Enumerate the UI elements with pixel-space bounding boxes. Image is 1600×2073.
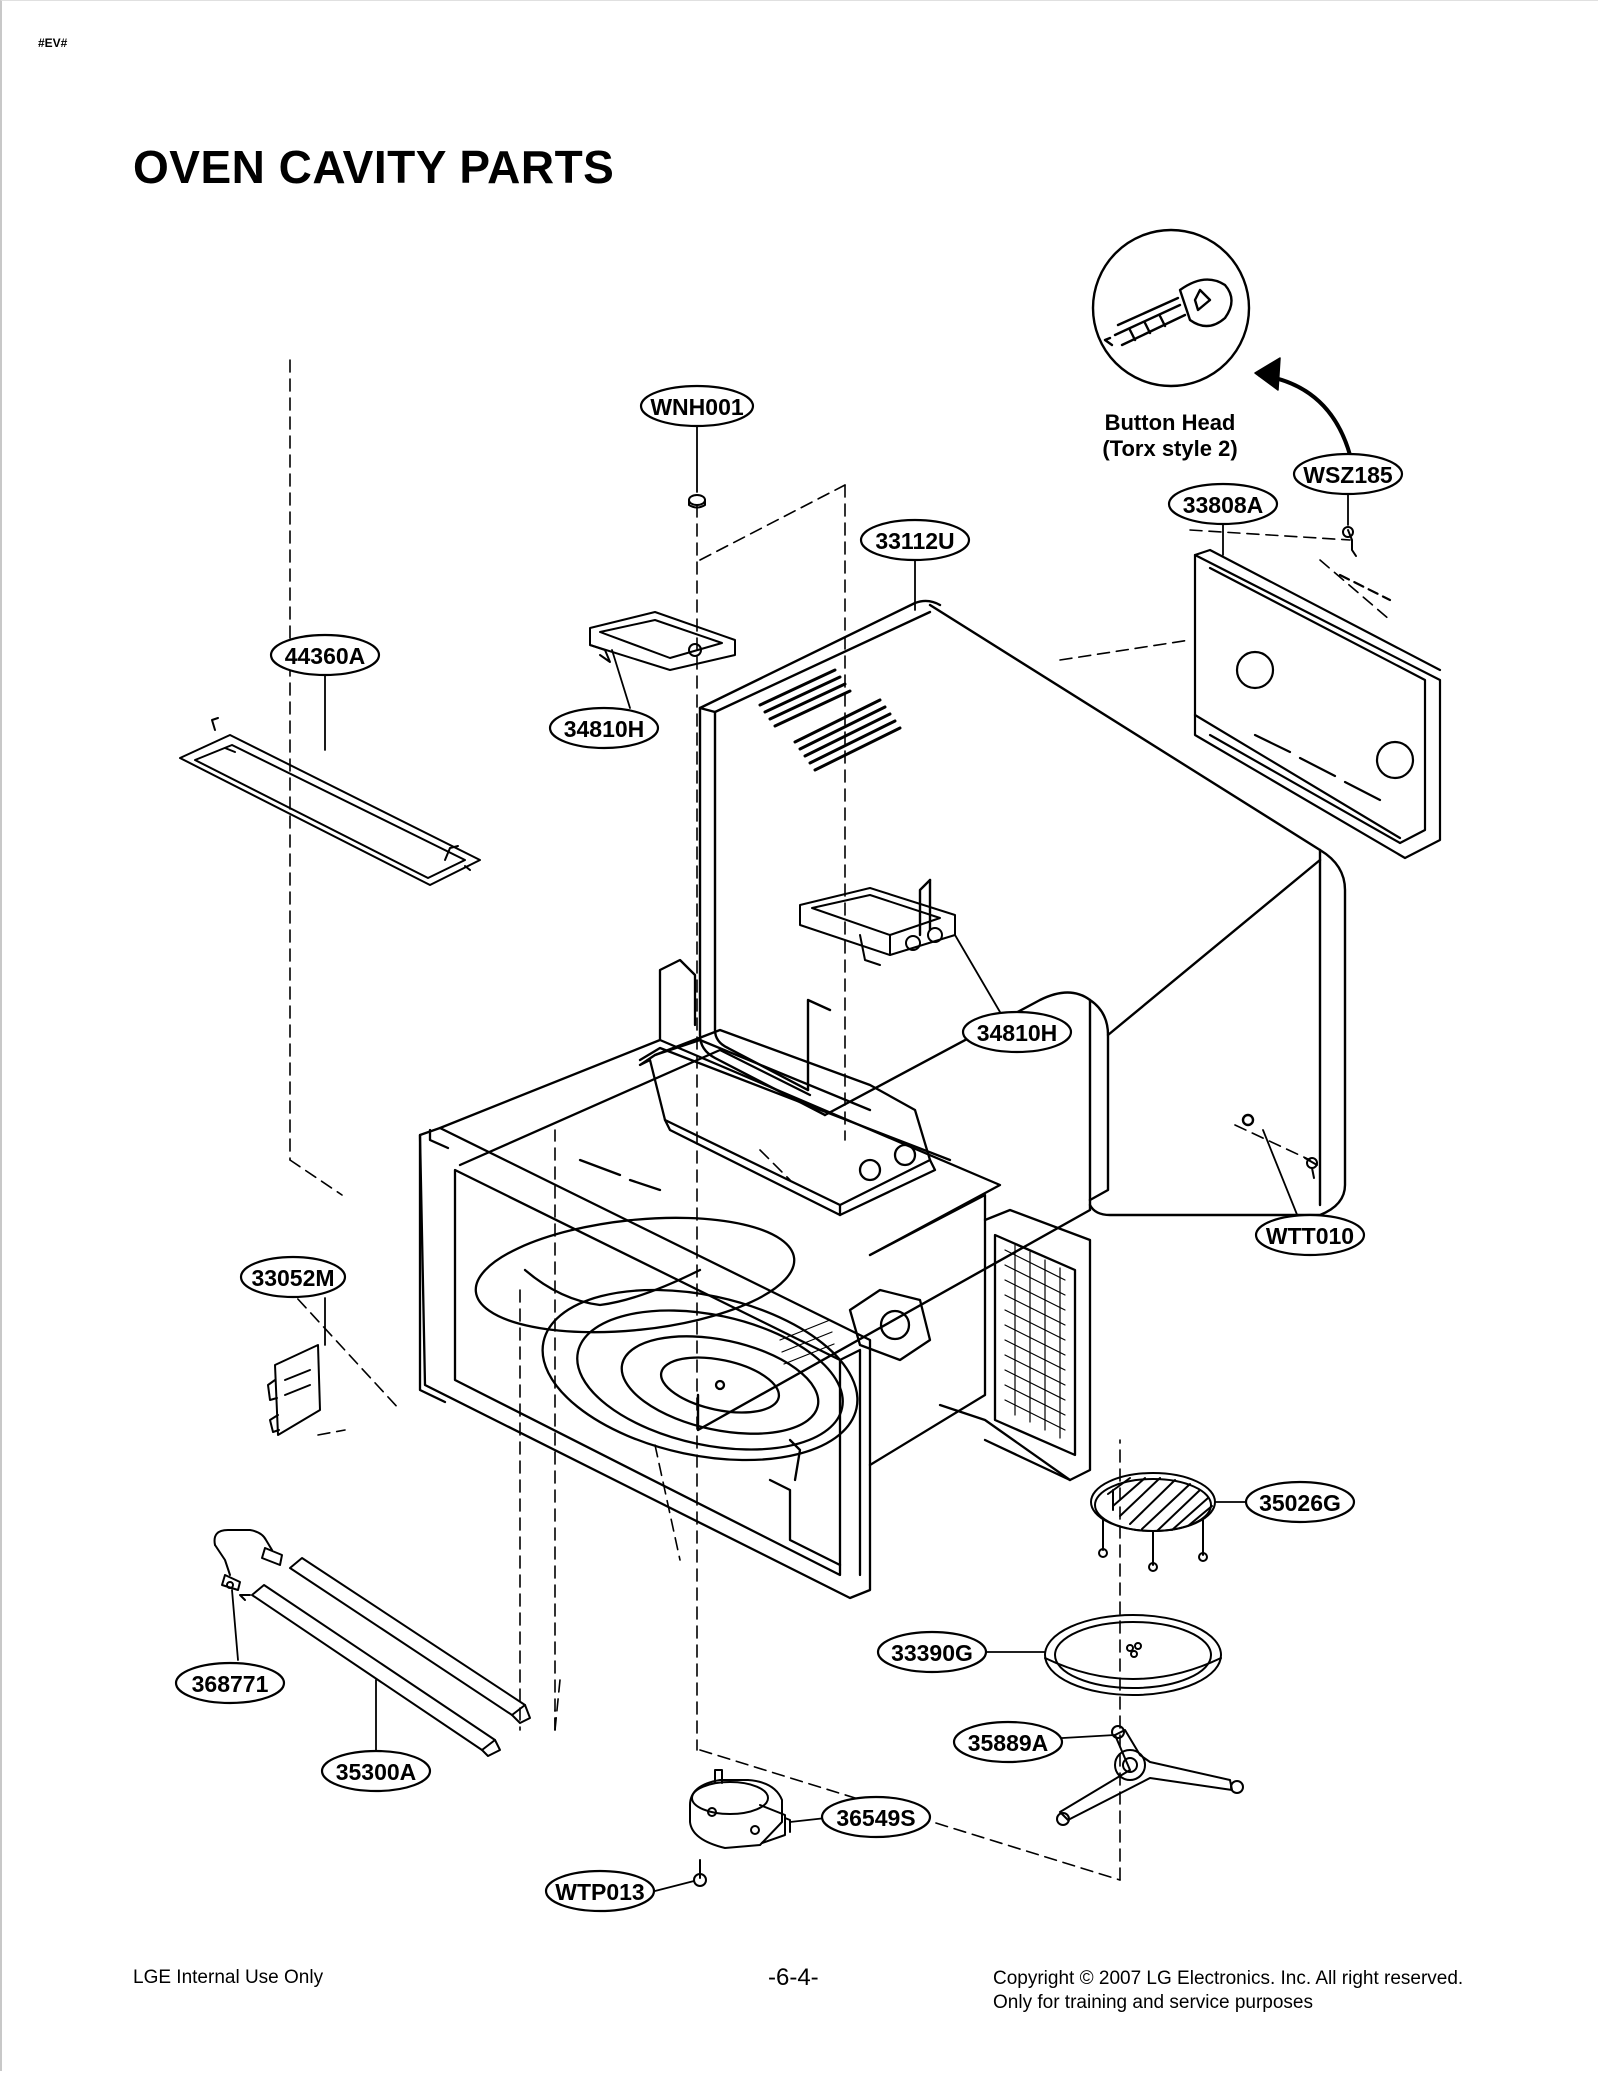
callout-33112u: 33112U xyxy=(875,528,954,554)
callout-33390g: 33390G xyxy=(891,1640,973,1666)
page-title: OVEN CAVITY PARTS xyxy=(133,141,615,193)
heater-rods xyxy=(239,1557,531,1757)
callout-oval-35300a xyxy=(320,1749,432,1793)
callout-35300a: 35300A xyxy=(336,1759,417,1785)
torx-screw-detail xyxy=(1091,228,1251,388)
roller-guide xyxy=(1056,1725,1244,1826)
cabinet-cover xyxy=(696,599,1347,1432)
callout-oval-33052m xyxy=(239,1255,347,1299)
callout-oval-35026g xyxy=(1244,1480,1356,1524)
note-button-head: Button Head xyxy=(1105,410,1236,435)
callout-oval-wtt010 xyxy=(1254,1213,1366,1257)
grill-rack xyxy=(1090,1472,1216,1572)
callout-oval-33390g xyxy=(876,1630,988,1674)
callout-oval-34810h-mid xyxy=(961,1010,1073,1054)
callout-oval-wtp013 xyxy=(544,1869,656,1913)
callout-35026g: 35026G xyxy=(1259,1490,1341,1516)
heater-element xyxy=(179,717,481,886)
callout-ovals xyxy=(174,384,1404,1913)
note-torx-style: (Torx style 2) xyxy=(1102,436,1237,461)
callout-33808a: 33808A xyxy=(1183,492,1264,518)
callout-oval-36549s xyxy=(820,1795,932,1839)
cavity-mesh xyxy=(779,1244,1066,1439)
callout-oval-35889a xyxy=(952,1720,1064,1764)
callout-oval-368771 xyxy=(174,1661,286,1705)
rear-plate xyxy=(1193,548,1442,860)
callout-wtt010: WTT010 xyxy=(1266,1223,1354,1249)
callout-oval-34810h-top xyxy=(548,706,660,750)
footer-copyright-line1: Copyright © 2007 LG Electronics. Inc. Al… xyxy=(993,1968,1464,1989)
callout-34810h-mid: 34810H xyxy=(977,1020,1058,1046)
callout-368771: 368771 xyxy=(192,1671,269,1697)
oven-cavity xyxy=(418,958,1092,1600)
footer-copyright: Copyright © 2007 LG Electronics. Inc. Al… xyxy=(993,1967,1463,2015)
assembly-guide-lines xyxy=(284,359,1391,1881)
callout-wtp013: WTP013 xyxy=(555,1879,644,1905)
callout-44360a: 44360A xyxy=(285,643,366,669)
screws xyxy=(688,494,1357,1887)
leader-lines xyxy=(231,424,1349,1892)
footer-internal-use: LGE Internal Use Only xyxy=(133,1967,324,1988)
document-tag: #EV# xyxy=(38,36,68,50)
callout-oval-33808a xyxy=(1167,482,1279,526)
shield-plate xyxy=(267,1344,321,1436)
callout-35889a: 35889A xyxy=(968,1730,1049,1756)
callout-oval-wnh001 xyxy=(639,384,755,428)
footer-copyright-line2: Only for training and service purposes xyxy=(993,1992,1313,2013)
callout-oval-44360a xyxy=(269,633,381,677)
callout-wsz185: WSZ185 xyxy=(1303,462,1393,488)
callout-oval-33112u xyxy=(859,518,971,562)
callout-34810h-top: 34810H xyxy=(564,716,645,742)
callout-oval-wsz185 xyxy=(1292,452,1404,496)
footer-page-number: -6-4- xyxy=(768,1964,819,1991)
wave-cover-mid xyxy=(799,887,956,966)
callout-wnh001: WNH001 xyxy=(650,394,744,420)
thermostat-wire xyxy=(213,1529,283,1591)
callout-36549s: 36549S xyxy=(836,1805,915,1831)
wave-cover-top xyxy=(589,611,736,671)
callout-33052m: 33052M xyxy=(251,1265,334,1291)
glass-tray xyxy=(1044,1614,1222,1696)
turntable-motor xyxy=(689,1769,791,1849)
